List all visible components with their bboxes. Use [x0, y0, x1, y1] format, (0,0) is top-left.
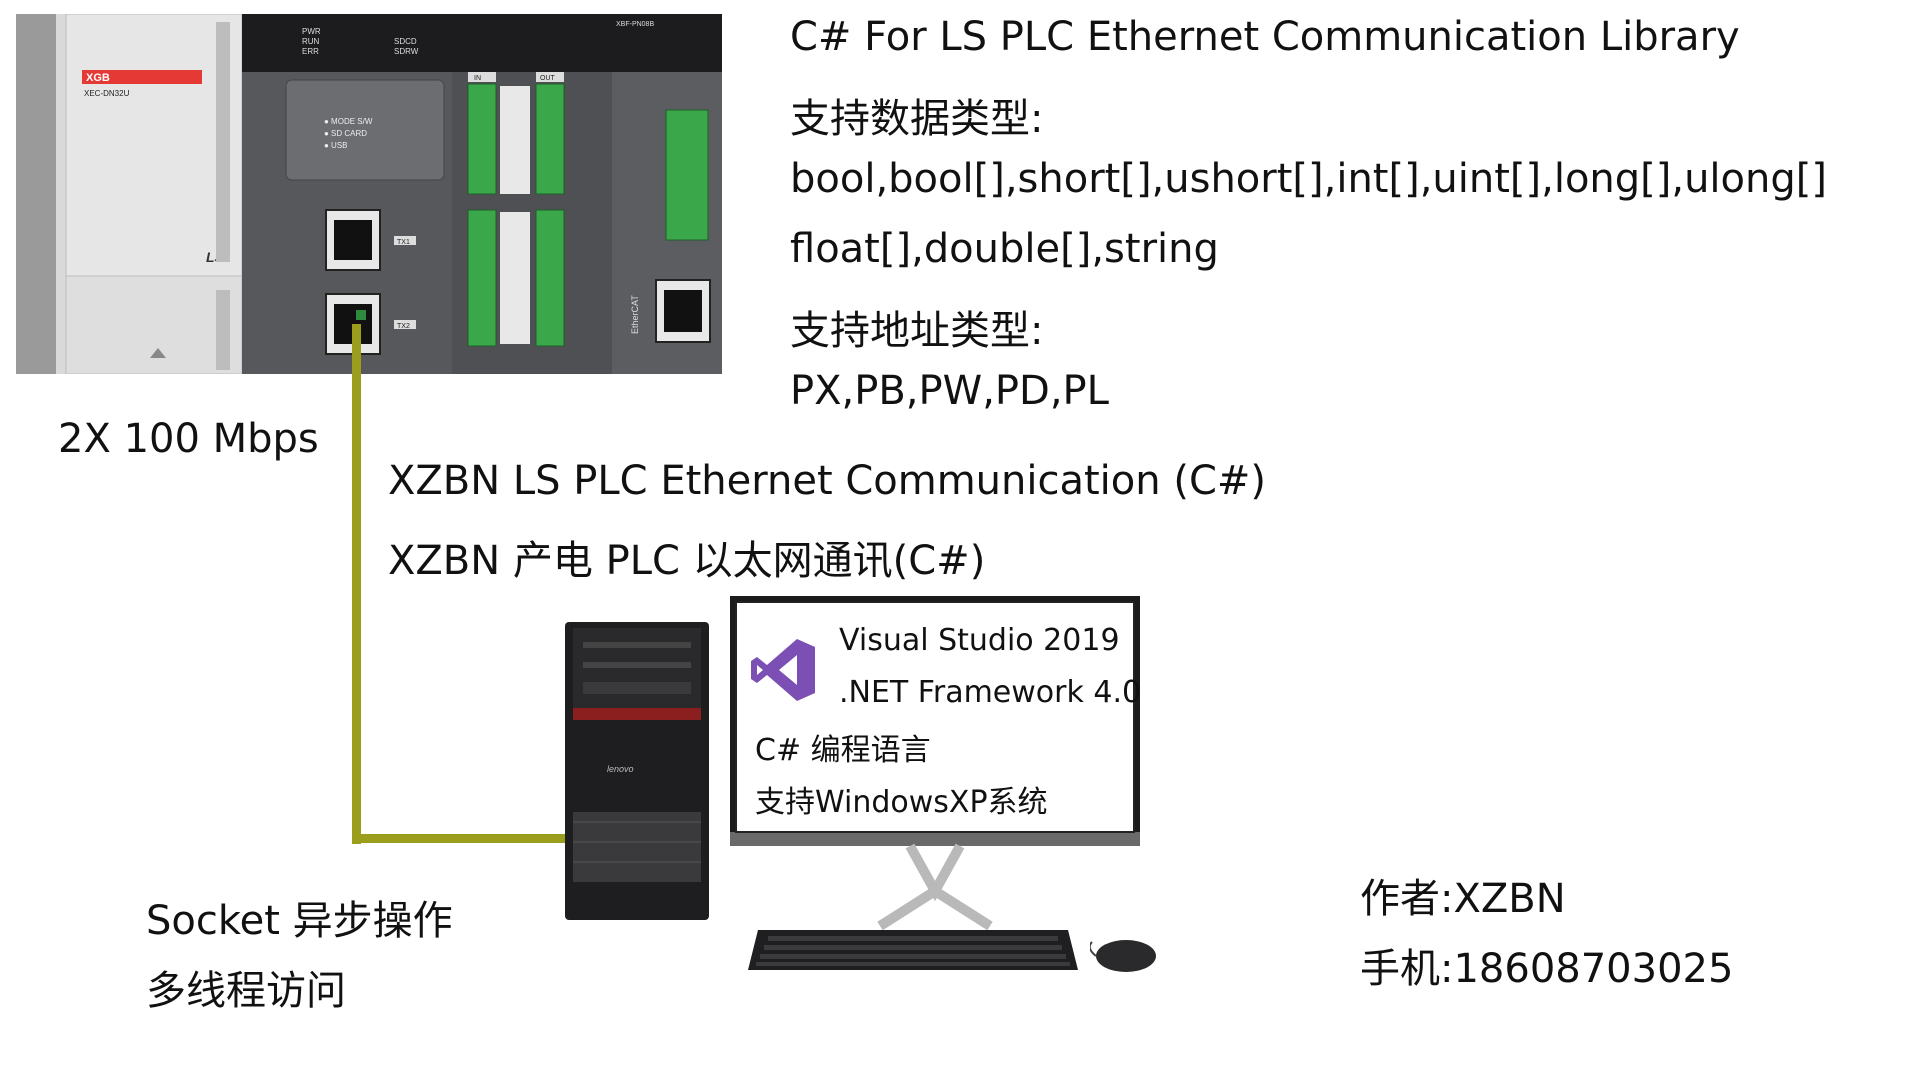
ethernet-cable-vertical — [352, 324, 361, 844]
plc-mode-sw: ● MODE S/W — [324, 117, 373, 126]
ethernet-port-icon — [325, 209, 381, 271]
plc-status-sdcd: SDCD — [394, 37, 417, 46]
screen-content-box: Visual Studio 2019 .NET Framework 4.0 C#… — [735, 601, 1141, 833]
author-label: 作者:XZBN — [1360, 876, 1566, 922]
plc-module-label: XBF-PN08B — [616, 21, 654, 28]
socket-label: Socket 异步操作 — [146, 898, 453, 944]
comm-title-en: XZBN LS PLC Ethernet Communication (C#) — [388, 458, 1266, 504]
ethernet-port-icon — [655, 279, 711, 343]
visual-studio-logo-icon — [751, 639, 815, 701]
plc-tx1-label: TX1 — [397, 239, 410, 246]
plc-usb: ● USB — [324, 141, 348, 150]
keyboard-icon — [748, 930, 1078, 970]
plc-status-err: ERR — [302, 47, 319, 56]
library-title: C# For LS PLC Ethernet Communication Lib… — [790, 14, 1740, 60]
plc-out-label: OUT — [540, 75, 556, 82]
data-types-label: 支持数据类型: — [790, 96, 1044, 142]
ethernet-cable-horizontal — [352, 834, 568, 843]
comm-title-cn: XZBN 产电 PLC 以太网通讯(C#) — [388, 538, 986, 584]
svg-text:lenovo: lenovo — [607, 764, 634, 774]
vs-line3: C# 编程语言 — [755, 733, 931, 768]
data-types-line2: float[],double[],string — [790, 226, 1219, 272]
thread-label: 多线程访问 — [146, 968, 346, 1014]
plc-status-sdrw: SDRW — [394, 47, 419, 56]
address-types: PX,PB,PW,PD,PL — [790, 368, 1109, 414]
mouse-icon — [1090, 940, 1156, 972]
plc-device-illustration: XGB XEC-DN32U LS PWR RUN ERR SDCD SDRW ●… — [16, 14, 722, 374]
plc-status-run: RUN — [302, 37, 320, 46]
vs-line2: .NET Framework 4.0 — [839, 675, 1142, 710]
plc-in-label: IN — [474, 75, 481, 82]
plc-brand-label: XGB — [86, 72, 110, 84]
address-types-label: 支持地址类型: — [790, 308, 1044, 354]
phone-label: 手机:18608703025 — [1360, 946, 1734, 992]
ethercat-label: EtherCAT — [630, 295, 640, 334]
plc-model-label: XEC-DN32U — [84, 89, 130, 98]
vs-line1: Visual Studio 2019 — [839, 623, 1120, 658]
data-types-line1: bool,bool[],short[],ushort[],int[],uint[… — [790, 156, 1827, 202]
plc-sd-card: ● SD CARD — [324, 129, 367, 138]
vs-line4: 支持WindowsXP系统 — [755, 785, 1048, 820]
plc-status-pwr: PWR — [302, 27, 321, 36]
computer-tower-icon: lenovo — [565, 622, 709, 920]
speed-label: 2X 100 Mbps — [58, 416, 319, 462]
plc-tx2-label: TX2 — [397, 323, 410, 330]
